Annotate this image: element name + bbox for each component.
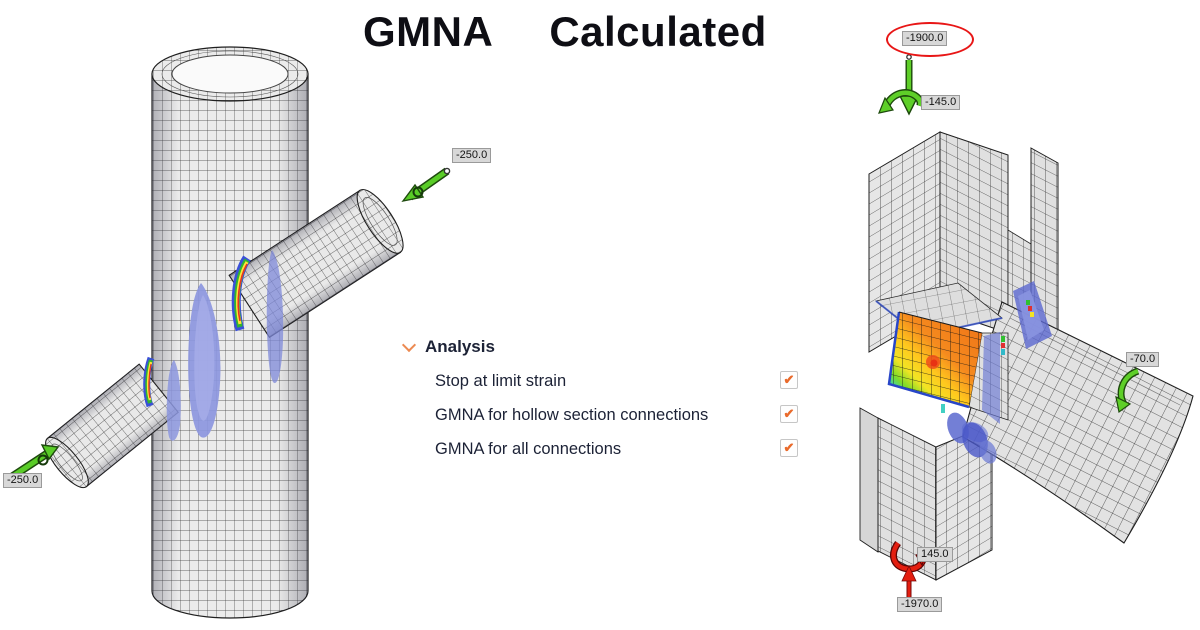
column-bottom-mesh [859, 407, 993, 581]
analysis-section-header[interactable]: Analysis [401, 336, 812, 358]
chord-tube-mesh [151, 73, 309, 619]
moment-arrow-top [878, 89, 925, 114]
checkbox-gmna-hollow-section[interactable]: ✔ [780, 405, 798, 423]
setting-label: Stop at limit strain [435, 372, 567, 390]
moment-arrow-beam [1115, 367, 1140, 414]
plastic-strain-panel [887, 311, 983, 409]
strain-contour-blobs [166, 250, 284, 441]
load-label-beam-moment: -70.0 [1126, 352, 1160, 367]
joint-side-contours [941, 281, 1052, 464]
setting-row-gmna-hollow-section: GMNA for hollow section connections ✔ [402, 405, 812, 426]
load-label-top-moment: -145.0 [921, 95, 961, 110]
setting-row-stop-at-limit-strain: Stop at limit strain ✔ [402, 371, 812, 392]
checkbox-gmna-all-connections[interactable]: ✔ [780, 439, 798, 457]
chord-top-opening [151, 46, 309, 102]
weld-hotspot-lower [143, 356, 155, 408]
load-label-bottom-reaction: -1970.0 [897, 597, 943, 612]
weld-hotspot-upper [231, 255, 251, 332]
load-label-bottom-moment: 145.0 [917, 547, 953, 562]
force-arrow-top-axial [898, 54, 920, 116]
load-label-lower-brace: -250.0 [3, 473, 43, 488]
title-calculated: Calculated [549, 8, 767, 55]
title-gmna: GMNA [363, 8, 494, 55]
setting-label: GMNA for all connections [435, 440, 622, 458]
left-model [7, 46, 451, 619]
setting-row-gmna-all-connections: GMNA for all connections ✔ [402, 439, 812, 460]
force-arrow-upper-brace [401, 167, 451, 203]
load-label-top-axial: -1900.0 [902, 31, 948, 46]
page-title: GMNA Calculated [363, 8, 767, 56]
setting-label: GMNA for hollow section connections [435, 406, 709, 424]
analysis-panel: Analysis Stop at limit strain ✔ GMNA for… [401, 336, 812, 460]
right-model [859, 54, 1194, 603]
chevron-down-icon[interactable] [401, 337, 417, 352]
checkbox-stop-at-limit-strain[interactable]: ✔ [780, 371, 798, 389]
analysis-section-label: Analysis [425, 337, 495, 356]
load-label-upper-brace: -250.0 [452, 148, 492, 163]
